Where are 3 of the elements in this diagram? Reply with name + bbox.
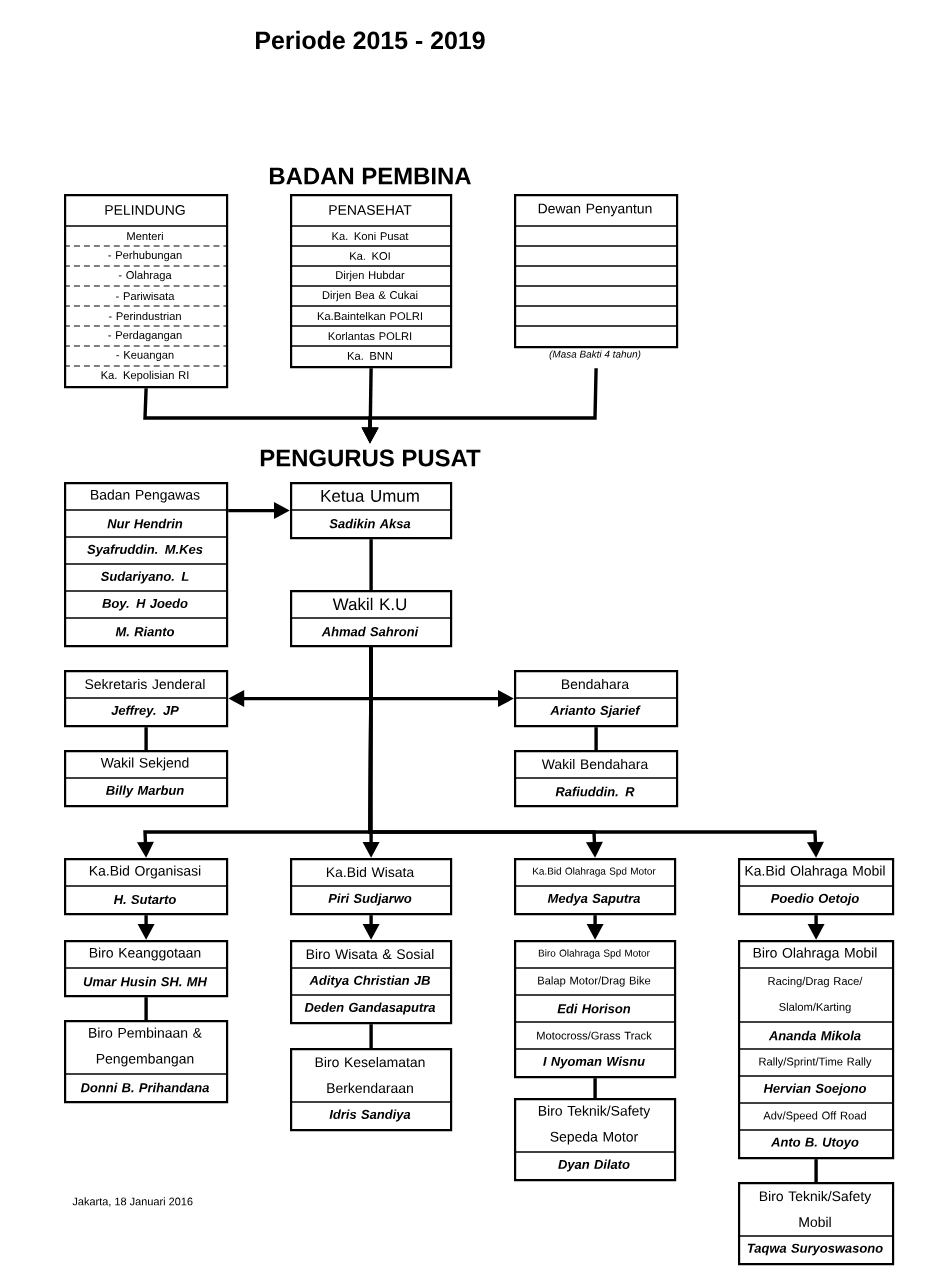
section-heading: PENGURUS PUSAT	[260, 449, 481, 467]
title: Periode 2015 - 2019	[256, 30, 485, 50]
section-heading: BADAN PEMBINA	[269, 167, 471, 185]
